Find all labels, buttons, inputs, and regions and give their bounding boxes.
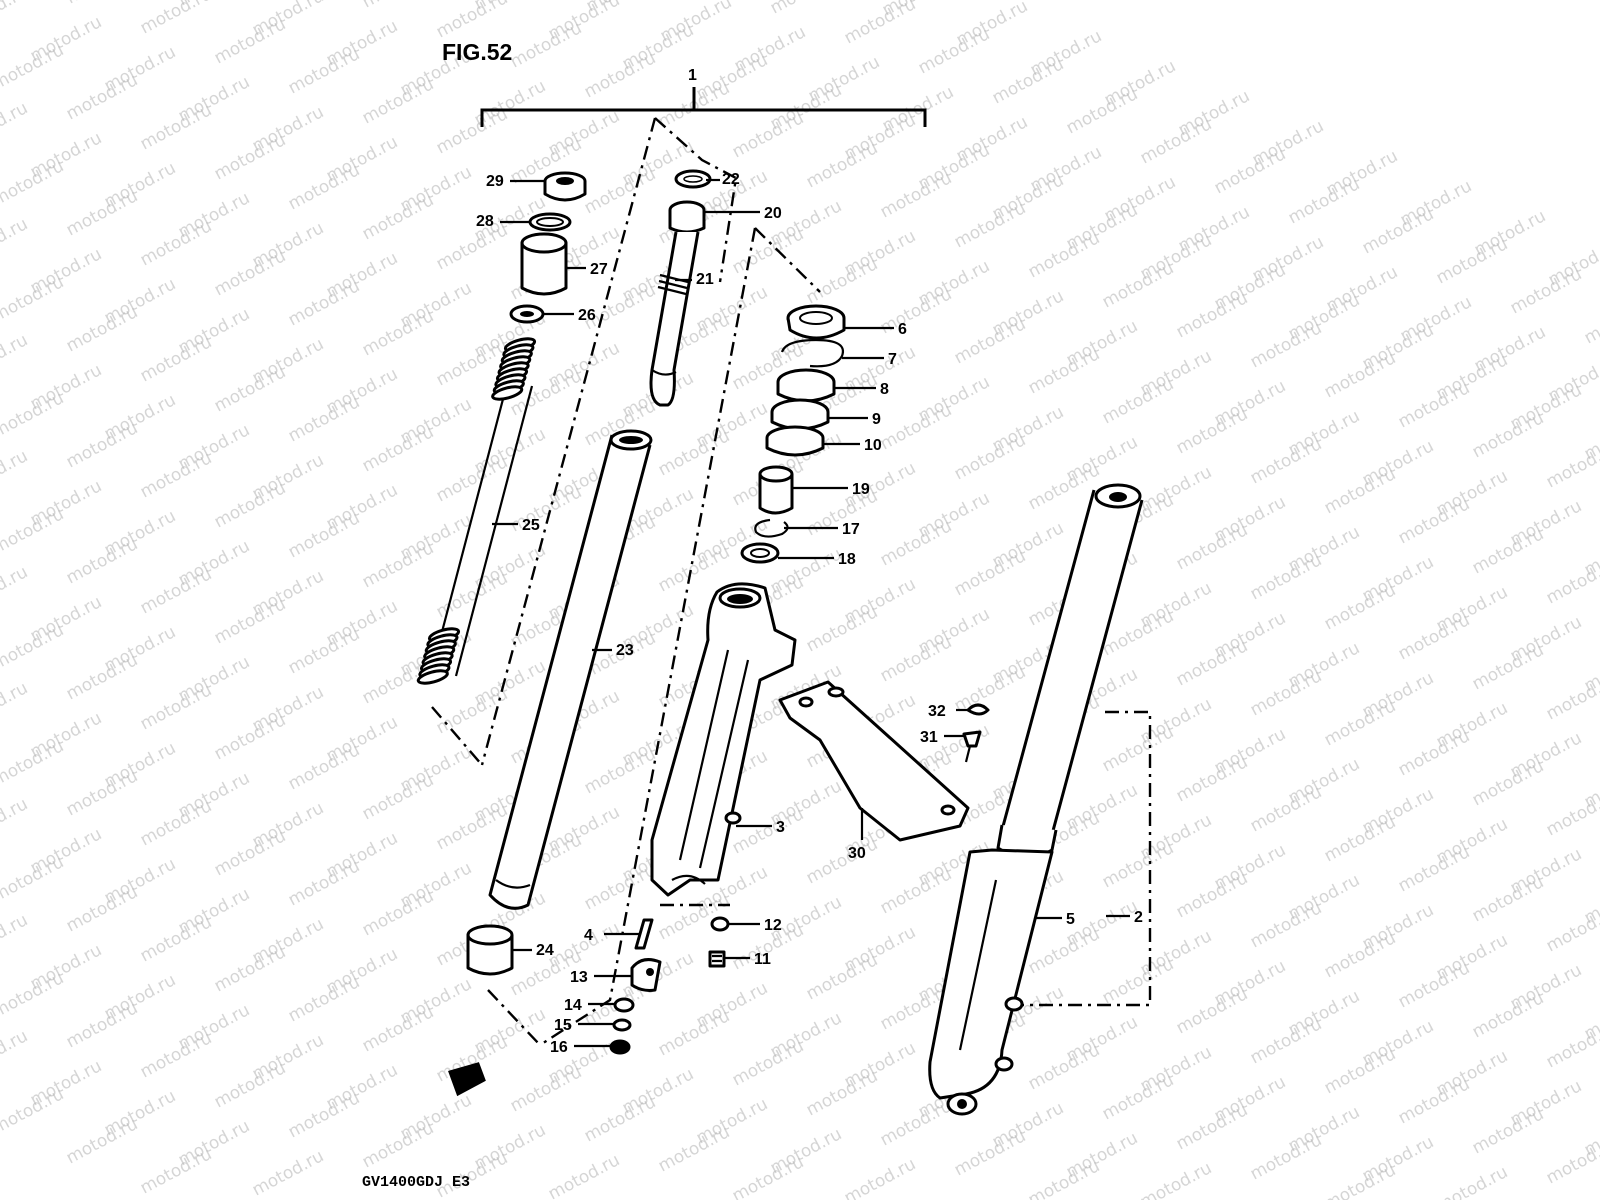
watermark-text: motod.ru xyxy=(0,562,31,616)
callout-31: 31 xyxy=(920,729,938,746)
part-19-oil-lock-piece xyxy=(758,465,794,515)
part-18-washer xyxy=(740,542,780,564)
callout-30: 30 xyxy=(848,845,866,862)
watermark-text: motod.ru xyxy=(137,0,215,38)
watermark-text: motod.ru xyxy=(0,910,31,964)
part-14-washer xyxy=(613,997,635,1013)
part-11-bolt xyxy=(708,950,726,968)
callout-1: 1 xyxy=(688,67,697,84)
part-8-oil-seal xyxy=(776,368,836,403)
part-13-axle-holder xyxy=(630,958,662,992)
assembly-bracket xyxy=(480,87,927,127)
callout-9: 9 xyxy=(872,411,881,428)
part-2-5-fork-leg-assembly xyxy=(928,483,1144,1116)
watermark-text: motod.ru xyxy=(1581,294,1600,348)
callout-12: 12 xyxy=(764,917,782,934)
part-27-spacer xyxy=(520,232,568,296)
watermark-text: motod.ru xyxy=(0,0,31,36)
callout-14: 14 xyxy=(564,997,582,1014)
exploded-frame xyxy=(431,117,821,1047)
callout-27: 27 xyxy=(590,261,608,278)
callout-28: 28 xyxy=(476,213,494,230)
callout-18: 18 xyxy=(838,551,856,568)
watermark-text: motod.ru xyxy=(0,214,31,268)
callout-7: 7 xyxy=(888,351,897,368)
watermark-text: motod.ru xyxy=(0,678,31,732)
callout-23: 23 xyxy=(616,642,634,659)
callout-22: 22 xyxy=(722,171,740,188)
watermark-text: motod.ru xyxy=(0,1026,31,1080)
part-15-lock-washer xyxy=(612,1018,632,1032)
part-20-21-damper-rod xyxy=(649,200,706,407)
callout-21: 21 xyxy=(696,271,714,288)
assembly-2-bracket xyxy=(1008,710,1152,1007)
callout-32: 32 xyxy=(928,703,946,720)
front-arrow-icon xyxy=(448,1062,486,1097)
watermark-text: motod.ru xyxy=(1137,1158,1215,1200)
callout-25: 25 xyxy=(522,517,540,534)
watermark-text: motod.ru xyxy=(0,98,31,152)
part-31-bolt xyxy=(962,730,982,763)
callout-11: 11 xyxy=(754,951,771,968)
part-10-guide-bush xyxy=(765,425,825,457)
callout-4: 4 xyxy=(584,927,593,944)
watermark-text: motod.ru xyxy=(841,0,919,48)
watermark-text: motod.ru xyxy=(1433,1162,1511,1200)
callout-29: 29 xyxy=(486,173,504,190)
part-30-fork-brace xyxy=(778,680,970,842)
watermark-text: motod.ru xyxy=(545,1150,623,1200)
part-26-washer xyxy=(509,304,545,324)
spring-coil xyxy=(416,669,449,685)
callout-17: 17 xyxy=(842,521,860,538)
part-4-bolt xyxy=(634,918,654,950)
callout-15: 15 xyxy=(554,1017,572,1034)
part-29-cap-bolt xyxy=(543,171,587,202)
part-28-o-ring xyxy=(528,212,572,232)
part-12-washer xyxy=(710,916,730,932)
callout-19: 19 xyxy=(852,481,870,498)
part-6-dust-seal xyxy=(786,304,846,340)
part-7-stopper-ring xyxy=(780,338,845,368)
callout-5: 5 xyxy=(1066,911,1075,928)
watermark-text: motod.ru xyxy=(841,1154,919,1200)
callout-20: 20 xyxy=(764,205,782,222)
callout-16: 16 xyxy=(550,1039,568,1056)
callout-24: 24 xyxy=(536,942,554,959)
watermark-text: motod.ru xyxy=(249,1146,327,1200)
callout-26: 26 xyxy=(578,307,596,324)
part-22-ring xyxy=(674,169,712,189)
part-16-nut xyxy=(609,1039,631,1055)
watermark-text: motod.ru xyxy=(0,794,31,848)
watermark-text: motod.ru xyxy=(359,0,437,12)
watermark-text: motod.ru xyxy=(0,446,31,500)
callout-3: 3 xyxy=(776,819,785,836)
figure-title: FIG.52 xyxy=(442,39,512,65)
spring-coil xyxy=(491,385,524,401)
callout-layer: 1222021292827262523246789101917183303231… xyxy=(476,67,1143,1056)
callout-13: 13 xyxy=(570,969,588,986)
part-9-washer xyxy=(770,398,830,431)
part-3-outer-tube xyxy=(650,582,797,897)
part-25-fork-spring xyxy=(416,337,537,685)
part-23-inner-tube xyxy=(488,429,653,910)
part-24-bush xyxy=(466,924,514,976)
watermark-text: motod.ru xyxy=(767,0,845,18)
callout-10: 10 xyxy=(864,437,882,454)
model-code: GV1400GDJ E3 xyxy=(362,1174,470,1191)
callout-2: 2 xyxy=(1134,909,1143,926)
callout-8: 8 xyxy=(880,381,889,398)
watermark-text: motod.ru xyxy=(1025,1156,1103,1200)
watermark-text: motod.ru xyxy=(0,330,31,384)
part-32-cap xyxy=(966,703,990,716)
watermark-text: motod.ru xyxy=(1321,1160,1399,1200)
watermark-text: motod.ru xyxy=(63,0,141,8)
callout-6: 6 xyxy=(898,321,907,338)
watermark-text: motod.ru xyxy=(433,0,511,42)
